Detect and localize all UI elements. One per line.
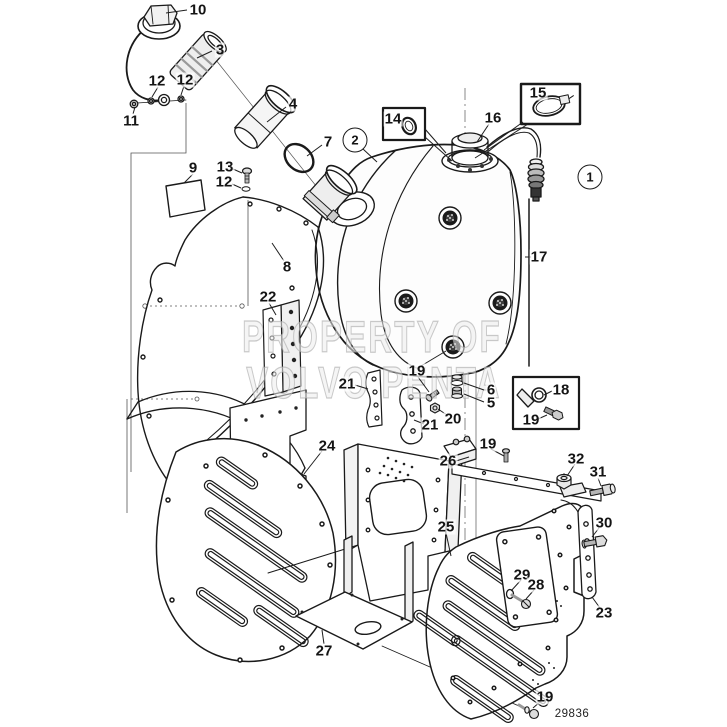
leader-line bbox=[183, 173, 194, 184]
detail-box-15 bbox=[519, 82, 582, 126]
leader-line bbox=[474, 123, 529, 159]
bracket-26-rail bbox=[443, 435, 602, 502]
callout-16: 16 bbox=[483, 109, 503, 127]
leader-line bbox=[445, 532, 452, 557]
callout-19: 19 bbox=[478, 435, 498, 453]
leader-line bbox=[362, 148, 378, 163]
leader-line bbox=[321, 629, 325, 645]
slotted-plate-left bbox=[155, 437, 337, 663]
callout-4: 4 bbox=[287, 95, 299, 113]
leader-line bbox=[424, 128, 447, 154]
callout-24: 24 bbox=[317, 437, 337, 455]
leader-line bbox=[483, 121, 524, 151]
fuel-sender bbox=[441, 132, 499, 173]
o-ring bbox=[283, 142, 315, 174]
leader-line bbox=[543, 390, 553, 396]
leader-line bbox=[196, 50, 213, 59]
fitting-6 bbox=[450, 374, 464, 387]
leader-line bbox=[455, 456, 470, 462]
callout-25: 25 bbox=[436, 518, 456, 536]
callout-27: 27 bbox=[314, 642, 334, 660]
leader-line bbox=[303, 450, 323, 475]
leader-line bbox=[476, 123, 490, 143]
callout-10: 10 bbox=[188, 1, 208, 19]
callout-2: 2 bbox=[342, 127, 368, 153]
lanyard-eyelets bbox=[129, 93, 187, 109]
callout-23: 23 bbox=[594, 604, 614, 622]
watermark-line-2: VOLVO PENTA bbox=[246, 359, 502, 408]
screw-28 bbox=[510, 593, 532, 610]
callout-21: 21 bbox=[337, 375, 357, 393]
leader-line bbox=[424, 136, 453, 162]
bracket-21-left bbox=[365, 369, 383, 428]
leader-line bbox=[180, 85, 185, 96]
callout-19: 19 bbox=[521, 411, 541, 429]
callout-17: 17 bbox=[529, 248, 549, 266]
callout-32: 32 bbox=[566, 450, 586, 468]
callout-30: 30 bbox=[594, 514, 614, 532]
callout-5: 5 bbox=[485, 394, 497, 412]
screw-19-mid bbox=[425, 389, 440, 402]
detail-box-18 bbox=[511, 375, 581, 431]
leader-line bbox=[232, 168, 243, 174]
callout-31: 31 bbox=[588, 463, 608, 481]
callout-20: 20 bbox=[443, 410, 463, 428]
leader-line bbox=[268, 302, 277, 316]
callout-8: 8 bbox=[281, 258, 293, 276]
nut-20 bbox=[429, 402, 441, 414]
tank-filler-spout bbox=[302, 164, 375, 227]
watermark: PROPERTY OF VOLVO PENTA bbox=[242, 313, 502, 409]
leader-line bbox=[271, 242, 285, 262]
leader-line bbox=[417, 376, 430, 393]
leader-line bbox=[354, 384, 369, 390]
callout-22: 22 bbox=[258, 288, 278, 306]
callout-18: 18 bbox=[551, 381, 571, 399]
leader-line bbox=[165, 9, 188, 14]
screw-13 bbox=[241, 167, 253, 192]
drawing-number: 29836 bbox=[554, 708, 590, 720]
bracket-22 bbox=[262, 299, 302, 397]
callout-6: 6 bbox=[485, 381, 497, 399]
callout-21: 21 bbox=[420, 416, 440, 434]
screw-19-bottom bbox=[517, 703, 540, 720]
leader-line bbox=[151, 86, 159, 98]
callout-26: 26 bbox=[438, 452, 458, 470]
callout-12: 12 bbox=[175, 71, 195, 89]
leader-line bbox=[266, 106, 287, 123]
callout-15: 15 bbox=[528, 84, 548, 102]
watermark-line-1: PROPERTY OF bbox=[242, 313, 502, 362]
leader-line bbox=[463, 382, 485, 391]
callout-13: 13 bbox=[215, 158, 235, 176]
detail-box-14 bbox=[381, 106, 427, 142]
callout-19: 19 bbox=[535, 688, 555, 706]
cap-nut-32 bbox=[556, 473, 572, 490]
callout-14: 14 bbox=[383, 110, 403, 128]
bolt-31 bbox=[589, 483, 616, 497]
leader-line bbox=[132, 106, 136, 115]
callout-19: 19 bbox=[407, 362, 427, 380]
callout-3: 3 bbox=[214, 41, 226, 59]
callout-11: 11 bbox=[122, 112, 140, 130]
bolt-30 bbox=[581, 535, 608, 549]
callout-28: 28 bbox=[526, 576, 546, 594]
callout-1: 1 bbox=[577, 164, 603, 190]
fitting-5 bbox=[450, 386, 464, 399]
callout-12: 12 bbox=[147, 72, 167, 90]
bracket-21-center bbox=[399, 386, 423, 445]
label-plate bbox=[165, 179, 206, 218]
filler-hose bbox=[234, 84, 296, 149]
callout-9: 9 bbox=[187, 159, 199, 177]
tank-grommets bbox=[394, 206, 512, 359]
callout-12: 12 bbox=[214, 173, 234, 191]
slotted-plate-25 bbox=[413, 502, 585, 723]
sender-hose-connector bbox=[486, 127, 545, 202]
fuel-cap bbox=[125, 4, 181, 102]
leader-line bbox=[463, 393, 485, 403]
leader-line bbox=[231, 183, 242, 189]
callout-7: 7 bbox=[322, 133, 334, 151]
leader-line bbox=[306, 144, 323, 157]
